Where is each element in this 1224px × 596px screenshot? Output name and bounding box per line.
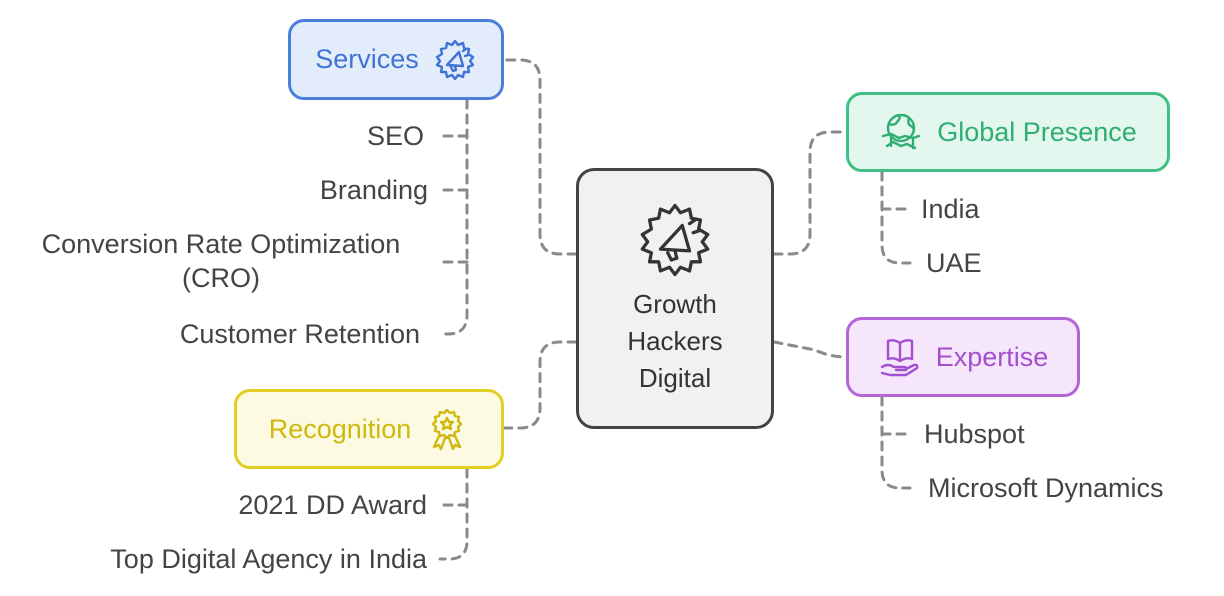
connector-center-global xyxy=(772,130,848,256)
award-ribbon-icon xyxy=(425,407,469,451)
expertise-item-hubspot: Hubspot xyxy=(924,419,1025,449)
recognition-node: Recognition xyxy=(234,389,504,469)
global-item-uae: UAE xyxy=(926,248,982,278)
connector-services-leaves xyxy=(438,98,469,336)
services-label: Services xyxy=(315,44,419,74)
connector-global-leaves xyxy=(880,170,912,265)
expertise-item-microsoft-dynamics: Microsoft Dynamics xyxy=(928,473,1164,503)
services-node: Services xyxy=(288,19,504,100)
services-item-seo: SEO xyxy=(366,121,424,151)
services-item-customer-retention: Customer Retention xyxy=(179,319,420,349)
recognition-label: Recognition xyxy=(268,413,412,444)
connector-center-recognition xyxy=(502,340,578,430)
megaphone-gear-icon xyxy=(635,200,715,280)
center-label: Growth Hackers Digital xyxy=(627,289,723,393)
global-presence-node: Global Presence xyxy=(846,92,1170,172)
megaphone-gear-icon xyxy=(433,38,477,82)
services-item-cro: Conversion Rate Optimization (CRO) xyxy=(41,229,401,293)
global-item-india: India xyxy=(921,194,980,224)
expertise-label: Expertise xyxy=(935,341,1049,372)
connector-center-services xyxy=(502,58,578,256)
recognition-item-dd-award: 2021 DD Award xyxy=(238,490,427,520)
book-hand-icon xyxy=(878,335,922,379)
connector-center-expertise xyxy=(772,340,848,359)
recognition-item-top-agency: Top Digital Agency in India xyxy=(110,544,427,574)
center-node: Growth Hackers Digital xyxy=(576,168,774,429)
expertise-node: Expertise xyxy=(846,317,1080,397)
connector-expertise-leaves xyxy=(880,395,912,490)
services-item-branding: Branding xyxy=(319,175,428,205)
global-presence-label: Global Presence xyxy=(937,116,1137,147)
globe-handshake-icon xyxy=(879,110,923,154)
connector-recognition-leaves xyxy=(438,467,469,561)
